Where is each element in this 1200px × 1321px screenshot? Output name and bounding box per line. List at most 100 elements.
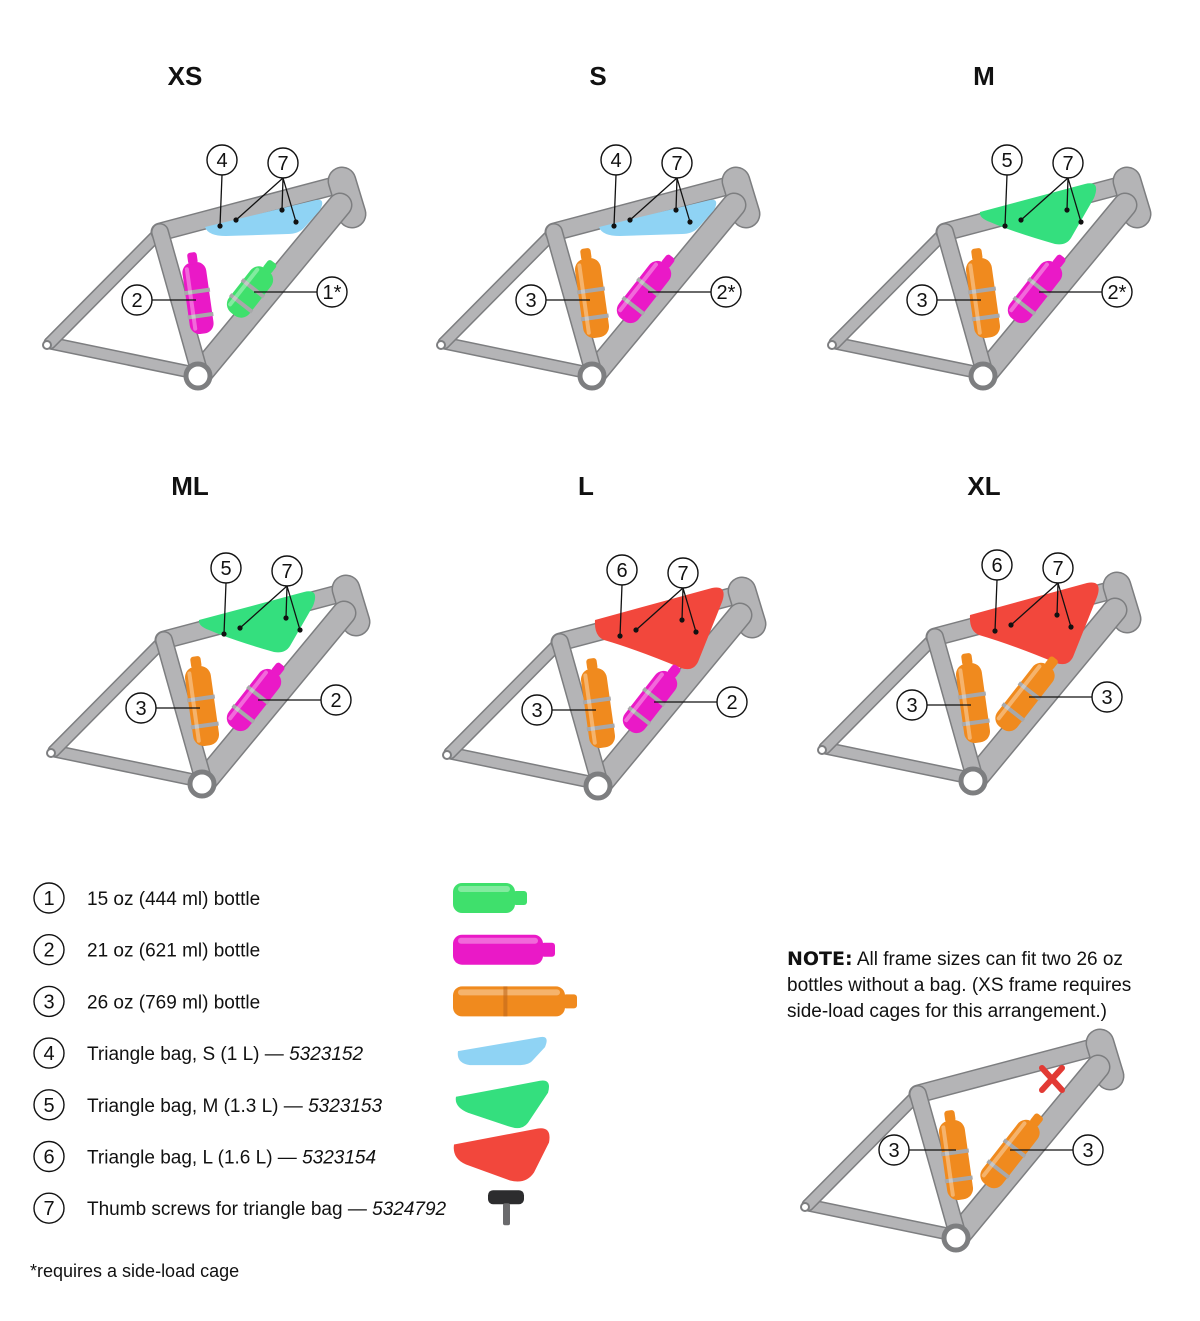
seatstay xyxy=(45,227,165,348)
top-tube xyxy=(152,175,353,240)
bottle-26oz-down-tube xyxy=(980,1113,1043,1189)
callout-right-bottle: 2 xyxy=(320,684,352,716)
size-label: M xyxy=(973,61,995,91)
no-bag-cross-icon xyxy=(1039,1065,1065,1093)
callout-right-bottle: 3 xyxy=(1072,1134,1104,1166)
bottle-21oz-down-tube xyxy=(616,254,675,324)
callout-left-bottle: 3 xyxy=(515,284,547,316)
legend-number: 6 xyxy=(43,1147,54,1169)
seatstay xyxy=(49,635,169,756)
svg-text:3: 3 xyxy=(888,1140,899,1162)
bottle-26oz-seat-tube xyxy=(955,653,991,744)
legend-number: 1 xyxy=(43,888,54,910)
seat-tube xyxy=(156,632,212,790)
bottle-26oz-seat-tube xyxy=(184,656,220,747)
size-label: L xyxy=(578,471,594,501)
legend-number: 3 xyxy=(43,991,54,1013)
svg-text:6: 6 xyxy=(616,560,627,582)
down-tube xyxy=(193,602,355,793)
svg-text:1*: 1* xyxy=(323,282,342,304)
chainstay xyxy=(439,338,589,377)
frame-panel-m: M 5 7 3 2* xyxy=(827,61,1152,391)
bottle-21oz-icon xyxy=(453,934,555,965)
bag-medium-icon xyxy=(455,1080,549,1129)
svg-text:7: 7 xyxy=(677,563,688,585)
bottle-15oz-icon xyxy=(453,883,527,913)
seatstay xyxy=(445,637,565,758)
legend-label: 26 oz (769 ml) bottle xyxy=(87,992,260,1013)
rear-dropout xyxy=(436,340,446,350)
svg-text:2*: 2* xyxy=(1108,282,1127,304)
thumb-screw-icon xyxy=(488,1190,524,1226)
bottle-26oz-down-tube xyxy=(995,656,1058,732)
size-label: XL xyxy=(967,471,1000,501)
svg-text:3: 3 xyxy=(531,700,542,722)
bottle-26oz-seat-tube xyxy=(938,1110,974,1201)
chainstay xyxy=(803,1200,953,1239)
triangle-bag-l xyxy=(594,587,724,670)
svg-text:2: 2 xyxy=(330,690,341,712)
legend-number: 4 xyxy=(43,1043,54,1065)
bottle-26oz-seat-tube xyxy=(965,248,1001,339)
triangle-bag-s xyxy=(599,199,717,236)
note-line-1: NOTE: All frame sizes can fit two 26 oz xyxy=(787,948,1123,970)
seat-tube xyxy=(910,1086,966,1244)
callout-thumb-screws: 7 xyxy=(1042,552,1074,584)
seat-tube xyxy=(937,224,993,382)
callout-left-bottle: 3 xyxy=(896,689,928,721)
svg-text:6: 6 xyxy=(991,555,1002,577)
callout-right-bottle: 3 xyxy=(1091,681,1123,713)
seat-tube xyxy=(546,224,602,382)
svg-text:3: 3 xyxy=(525,290,536,312)
legend-label: Triangle bag, L (1.6 L) — 5323154 xyxy=(87,1148,376,1169)
legend-label: Triangle bag, M (1.3 L) — 5323153 xyxy=(87,1096,382,1117)
svg-text:3: 3 xyxy=(1101,687,1112,709)
bottle-15oz-down-tube xyxy=(226,260,277,318)
callout-right-bottle: 1* xyxy=(316,276,348,308)
svg-text:5: 5 xyxy=(220,558,231,580)
svg-text:3: 3 xyxy=(135,698,146,720)
chainstay xyxy=(830,338,980,377)
seat-tube xyxy=(552,634,608,792)
seatstay xyxy=(439,227,559,348)
rear-dropout xyxy=(46,748,56,758)
frame-panel-xl: XL 6 7 3 3 xyxy=(817,471,1142,796)
chainstay xyxy=(49,746,199,785)
bottom-bracket xyxy=(577,361,607,391)
callout-bag: 6 xyxy=(981,549,1013,581)
note-panel: NOTE: All frame sizes can fit two 26 ozb… xyxy=(787,948,1131,1253)
svg-text:5: 5 xyxy=(1001,150,1012,172)
svg-text:7: 7 xyxy=(1062,153,1073,175)
down-tube xyxy=(964,599,1126,790)
bottom-bracket xyxy=(183,361,213,391)
svg-text:7: 7 xyxy=(281,561,292,583)
callout-right-bottle: 2* xyxy=(710,276,742,308)
svg-text:4: 4 xyxy=(610,150,621,172)
svg-text:3: 3 xyxy=(906,695,917,717)
legend-number: 7 xyxy=(43,1198,54,1220)
rear-dropout xyxy=(800,1202,810,1212)
bottle-21oz-seat-tube xyxy=(182,252,214,335)
callout-left-bottle: 3 xyxy=(878,1134,910,1166)
chainstay xyxy=(820,743,970,782)
seat-tube xyxy=(152,224,208,382)
bottom-bracket xyxy=(968,361,998,391)
callout-left-bottle: 2 xyxy=(121,284,153,316)
bottom-bracket xyxy=(187,769,217,799)
callout-thumb-screws: 7 xyxy=(267,147,299,179)
callout-bag: 5 xyxy=(210,552,242,584)
callout-thumb-screws: 7 xyxy=(667,557,699,589)
svg-text:3: 3 xyxy=(916,290,927,312)
callout-thumb-screws: 7 xyxy=(661,147,693,179)
down-tube xyxy=(589,604,751,795)
size-label: S xyxy=(589,61,606,91)
legend-item-6: 6 Triangle bag, L (1.6 L) — 5323154 xyxy=(33,1128,550,1182)
